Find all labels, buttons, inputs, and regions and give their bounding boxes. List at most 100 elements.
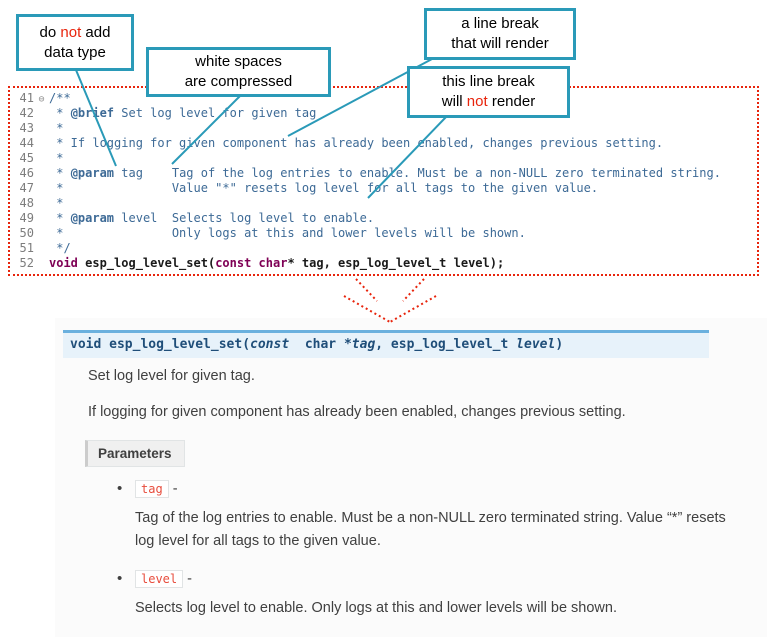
code-token: void	[49, 256, 78, 270]
parameter-dash: -	[183, 571, 192, 587]
line-number: 44	[19, 136, 34, 150]
signature-token: char *	[289, 337, 352, 352]
code-token: *	[49, 196, 64, 210]
signature-token: , esp_log_level_t	[375, 337, 517, 352]
fold-marker-icon	[34, 212, 49, 227]
bullet-icon: •	[117, 570, 123, 587]
code-editor-snippet: 41⊖/**42 * @brief Set log level for give…	[8, 86, 759, 276]
callout-text-red: not	[60, 23, 82, 41]
code-line: 45 *	[14, 151, 757, 166]
line-number: 41	[19, 91, 34, 105]
fold-marker-icon	[34, 197, 49, 212]
brief-description: Set log level for given tag.	[88, 368, 255, 384]
callout-line: that will render	[451, 35, 549, 52]
fold-marker-icon	[34, 167, 49, 182]
callout-text: render	[487, 93, 536, 110]
signature-token: const	[250, 337, 290, 352]
code-token: tag Tag of the log entries to enable. Mu…	[114, 166, 721, 180]
bullet-icon: •	[117, 480, 123, 497]
line-number: 52	[19, 256, 34, 270]
fold-marker-icon	[34, 107, 49, 122]
callout-whitespace-compressed: white spaces are compressed	[146, 47, 331, 97]
parameter-name: tag	[135, 480, 169, 498]
signature-token: level	[516, 337, 556, 352]
rendered-docs-panel: void esp_log_level_set(const char *tag, …	[55, 318, 767, 637]
callout-line-break-not-render: this line break will not render	[407, 66, 570, 118]
parameter-item-tag: • tag - Tag of the log entries to enable…	[117, 480, 727, 553]
code-token: * Only logs at this and lower levels wil…	[49, 226, 526, 240]
line-number: 45	[19, 151, 34, 165]
fold-marker-icon	[34, 242, 49, 257]
code-lines: 41⊖/**42 * @brief Set log level for give…	[14, 91, 757, 271]
code-token: Set log level for given tag	[114, 106, 317, 120]
fold-marker-icon	[34, 122, 49, 137]
code-token: (	[207, 256, 216, 270]
line-number: 50	[19, 226, 34, 240]
code-token: *	[49, 151, 64, 165]
code-token: *	[49, 121, 64, 135]
parameter-description: Tag of the log entries to enable. Must b…	[135, 510, 726, 550]
code-token: char	[258, 256, 288, 270]
code-line: 42 * @brief Set log level for given tag	[14, 106, 757, 121]
line-number: 51	[19, 241, 34, 255]
code-line: 43 *	[14, 121, 757, 136]
code-token: esp_log_level_set	[77, 256, 208, 270]
signature-token: (	[242, 337, 251, 352]
code-token: *	[49, 166, 71, 180]
detailed-description: If logging for given component has alrea…	[88, 404, 626, 420]
callout-line: a line break	[461, 15, 539, 33]
code-line: 47 * Value "*" resets log level for all …	[14, 181, 757, 196]
code-token: *	[49, 211, 71, 225]
function-signature: void esp_log_level_set(const char *tag, …	[63, 330, 709, 358]
fold-marker-icon	[34, 152, 49, 167]
code-token: const	[215, 256, 252, 270]
callout-text: add	[81, 23, 111, 41]
code-line: 49 * @param level Selects log level to e…	[14, 211, 757, 226]
callout-text-red: not	[466, 93, 488, 110]
line-number: 43	[19, 121, 34, 135]
line-number: 48	[19, 196, 34, 210]
signature-token: esp_log_level_set	[109, 337, 243, 352]
code-token: * Value "*" resets log level for all tag…	[49, 181, 599, 195]
code-token: level Selects log level to enable.	[114, 211, 375, 225]
callout-line: white spaces	[195, 53, 282, 71]
funnel-arrow-right	[402, 278, 425, 302]
line-number: 47	[19, 181, 34, 195]
code-line: 52 void esp_log_level_set(const char* ta…	[14, 256, 757, 271]
fold-marker-icon	[34, 257, 49, 272]
code-line: 41⊖/**	[14, 91, 757, 106]
code-token: @brief	[70, 106, 115, 120]
code-token: @param	[70, 211, 115, 225]
signature-token: tag	[351, 337, 376, 352]
fold-marker-icon: ⊖	[38, 94, 45, 105]
code-token: * If logging for given component has alr…	[49, 136, 664, 150]
code-line: 48 *	[14, 196, 757, 211]
parameter-head: tag -	[135, 480, 727, 498]
callout-text: do	[39, 23, 61, 41]
line-number: 46	[19, 166, 34, 180]
parameter-name: level	[135, 570, 184, 588]
parameter-head: level -	[135, 570, 727, 588]
callout-do-not-add-data-type: do not add data type	[16, 14, 134, 71]
signature-token: )	[555, 337, 564, 352]
fold-marker-icon	[34, 137, 49, 152]
line-number: 49	[19, 211, 34, 225]
fold-marker-icon	[34, 227, 49, 242]
code-token	[251, 256, 258, 270]
parameter-item-level: • level - Selects log level to enable. O…	[117, 570, 727, 620]
code-token: */	[49, 241, 71, 255]
callout-line: are compressed	[184, 73, 293, 90]
signature-token: void	[70, 337, 102, 352]
code-line: 50 * Only logs at this and lower levels …	[14, 226, 757, 241]
code-token: @param	[70, 166, 115, 180]
parameters-heading: Parameters	[85, 440, 185, 467]
code-line: 51 */	[14, 241, 757, 256]
code-line: 46 * @param tag Tag of the log entries t…	[14, 166, 757, 181]
callout-line: do not add	[40, 23, 111, 43]
parameter-dash: -	[168, 481, 178, 497]
callout-line: data type	[44, 43, 106, 61]
callout-text: will	[441, 93, 467, 110]
code-line: 44 * If logging for given component has …	[14, 136, 757, 151]
code-token: *	[49, 106, 71, 120]
fold-marker-icon	[34, 182, 49, 197]
